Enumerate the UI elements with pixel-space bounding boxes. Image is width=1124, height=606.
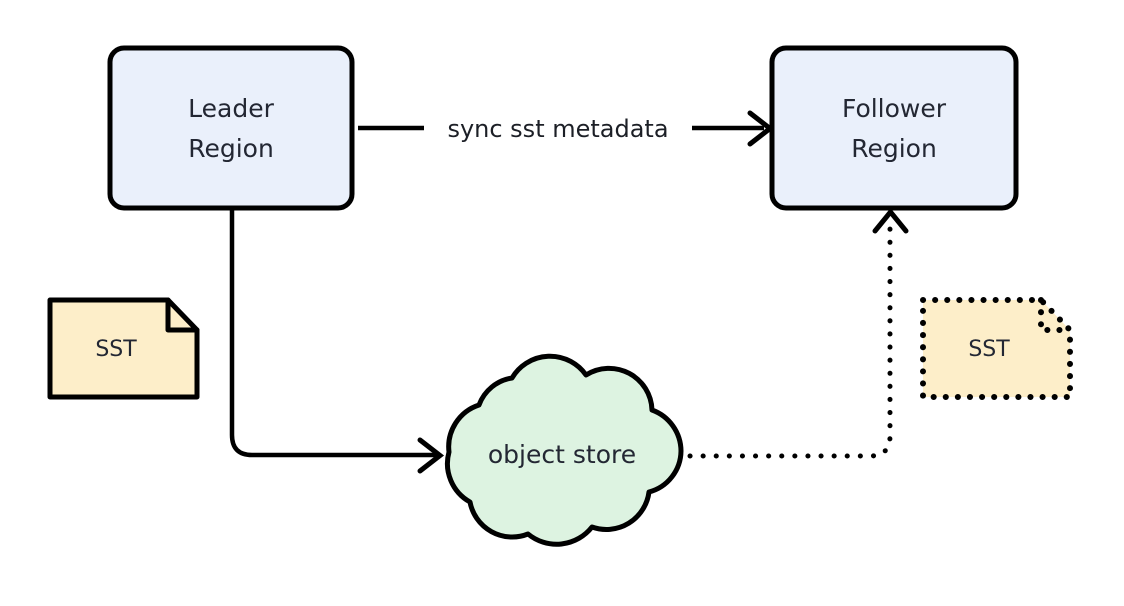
node-sst-follower-label: SST — [968, 337, 1010, 362]
node-sst-follower-fill[interactable] — [923, 300, 1070, 397]
edge-object-store-to-follower-arrowhead — [872, 208, 909, 234]
node-sst-leader-label: SST — [95, 337, 137, 362]
node-object-store[interactable]: object store — [444, 353, 684, 547]
node-sst-follower-body — [920, 297, 1073, 400]
node-sst-leader[interactable]: SST — [47, 297, 200, 400]
edge-leader-to-object-store-arrowhead — [417, 437, 445, 474]
edge-object-store-to-follower-line — [687, 225, 893, 459]
node-follower-region-box[interactable] — [769, 45, 1019, 211]
node-follower-region-label-line1: Follower — [842, 94, 947, 123]
node-leader-region-label-line2: Region — [188, 134, 274, 163]
node-sst-leader-body[interactable] — [47, 297, 200, 400]
edge-leader-to-object-store-line — [229, 210, 436, 458]
node-follower-region-label-line2: Region — [851, 134, 937, 163]
edge-leader-to-follower: sync sst metadata — [358, 110, 775, 147]
edge-leader-to-object-store — [229, 210, 445, 474]
node-follower-region[interactable]: Follower Region — [769, 45, 1019, 211]
node-sst-follower-fold — [1038, 297, 1073, 333]
node-leader-region-label-line1: Leader — [188, 94, 274, 123]
node-sst-leader-fold — [165, 297, 200, 333]
node-leader-region-box[interactable] — [107, 45, 355, 211]
edge-object-store-to-follower — [687, 208, 909, 459]
edge-label-sync-sst-metadata: sync sst metadata — [447, 115, 668, 143]
node-leader-region[interactable]: Leader Region — [107, 45, 355, 211]
node-sst-follower[interactable]: SST — [920, 297, 1073, 400]
node-object-store-cloud[interactable] — [444, 353, 684, 547]
node-object-store-label: object store — [488, 440, 636, 469]
